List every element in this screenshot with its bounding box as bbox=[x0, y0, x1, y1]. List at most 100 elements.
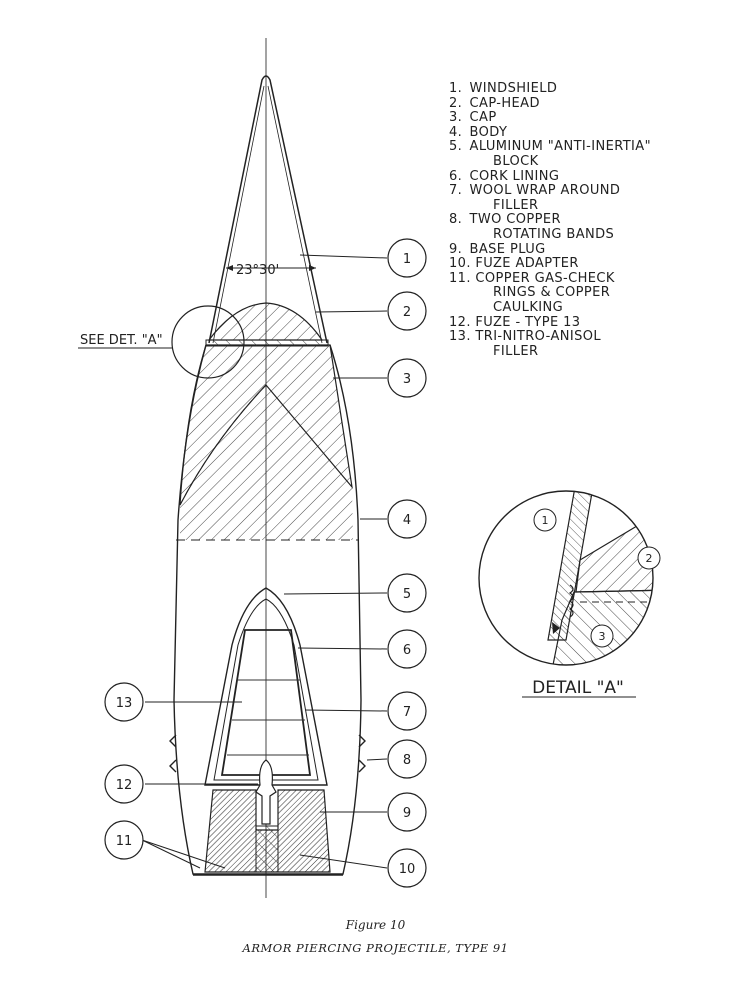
body-outline bbox=[173, 344, 362, 875]
callout-5: 5 bbox=[387, 573, 427, 613]
detail-a-view: 1 2 3 DETAIL "A" bbox=[478, 490, 661, 698]
callout-13: 13 bbox=[104, 682, 144, 722]
callout-6-text: 6 bbox=[403, 643, 411, 658]
callout-13-text: 13 bbox=[116, 696, 133, 711]
callout-4-text: 4 bbox=[403, 513, 411, 528]
legend-num: 5. bbox=[449, 139, 463, 155]
legend-text: CAP-HEAD bbox=[469, 95, 540, 111]
callout-9-text: 9 bbox=[403, 806, 411, 821]
callout-12: 12 bbox=[104, 764, 144, 804]
callout-2-text: 2 bbox=[403, 305, 411, 320]
legend-num: 3. bbox=[449, 110, 463, 126]
figure-number: Figure 10 bbox=[345, 918, 406, 932]
callout-8: 8 bbox=[387, 739, 427, 779]
legend-num: 7. bbox=[449, 183, 463, 199]
legend-num: 9. bbox=[449, 241, 463, 257]
legend-text: CORK LINING bbox=[469, 168, 560, 184]
cavity-outer bbox=[204, 587, 328, 786]
angle-label: 23°30' bbox=[236, 263, 279, 278]
figure-title: ARMOR PIERCING PROJECTILE, TYPE 91 bbox=[242, 941, 509, 955]
detail-callout-3: 3 bbox=[599, 630, 606, 643]
legend-text-cont: BLOCK bbox=[493, 153, 539, 169]
callout-5-text: 5 bbox=[403, 587, 411, 602]
legend-item: 1. WINDSHIELD bbox=[449, 81, 749, 97]
callout-7-text: 7 bbox=[403, 705, 411, 720]
callout-8-text: 8 bbox=[403, 753, 411, 768]
legend-text-cont: CAULKING bbox=[493, 299, 564, 315]
cavity-inner bbox=[220, 629, 312, 776]
windshield bbox=[208, 75, 328, 344]
legend-item: 10. FUZE ADAPTER bbox=[449, 256, 749, 272]
body-ogive-lower bbox=[180, 385, 353, 540]
see-detail-label: SEE DET. "A" bbox=[80, 333, 163, 348]
detail-callout-2: 2 bbox=[646, 552, 653, 565]
rotating-band-right bbox=[358, 734, 366, 773]
callout-1-text: 1 bbox=[403, 252, 411, 267]
legend-text: WOOL WRAP AROUND bbox=[469, 183, 621, 199]
callout-6: 6 bbox=[387, 629, 427, 669]
cavity-middle bbox=[213, 598, 319, 781]
callout-12-text: 12 bbox=[116, 778, 133, 793]
callout-7: 7 bbox=[387, 691, 427, 731]
detail-a-title: DETAIL "A" bbox=[532, 678, 624, 698]
callout-2: 2 bbox=[387, 291, 427, 331]
legend-text-cont: FILLER bbox=[493, 197, 539, 213]
detail-callout-1: 1 bbox=[542, 514, 549, 527]
legend-text-cont: FILLER bbox=[493, 343, 539, 359]
callout-4: 4 bbox=[387, 499, 427, 539]
callout-10: 10 bbox=[387, 848, 427, 888]
legend-item: 5. ALUMINUM "ANTI-INERTIA"BLOCK bbox=[449, 140, 749, 169]
rotating-band-left bbox=[169, 734, 177, 773]
legend-item: 9. BASE PLUG bbox=[449, 241, 749, 258]
legend-item: 2. CAP-HEAD bbox=[449, 95, 749, 112]
callout-11: 11 bbox=[104, 820, 144, 860]
legend-text: CAP bbox=[469, 110, 497, 126]
callout-9: 9 bbox=[387, 792, 427, 832]
legend-text: COPPER GAS-CHECK bbox=[475, 270, 615, 286]
legend-num: 4. bbox=[449, 124, 463, 140]
legend-item: 4. BODY bbox=[449, 124, 749, 141]
detail-cap-head bbox=[575, 503, 653, 593]
callout-1: 1 bbox=[387, 238, 427, 278]
legend-num: 1. bbox=[449, 81, 463, 96]
detail-wedge bbox=[552, 622, 560, 634]
parts-legend: 1. WINDSHIELD 2. CAP-HEAD 3. CAP 4. BODY… bbox=[449, 81, 749, 359]
legend-text: BASE PLUG bbox=[469, 241, 546, 257]
legend-item: 6. CORK LINING bbox=[449, 168, 749, 185]
legend-num: 11. bbox=[449, 270, 471, 286]
callout-11-text: 11 bbox=[116, 834, 133, 849]
fuze-adapter bbox=[255, 825, 279, 873]
legend-item: 3. CAP bbox=[449, 110, 749, 126]
legend-item: 12. FUZE - TYPE 13 bbox=[449, 314, 749, 331]
windshield-inner bbox=[212, 85, 323, 344]
legend-text: TWO COPPER bbox=[469, 212, 561, 228]
legend-num: 13. bbox=[449, 329, 471, 345]
detail-ref-circle bbox=[171, 305, 245, 379]
callout-3-text: 3 bbox=[403, 372, 411, 387]
body-inner-curve bbox=[179, 384, 267, 506]
legend-text: FUZE - TYPE 13 bbox=[475, 314, 581, 330]
legend-text-cont: RINGS & COPPER bbox=[493, 285, 611, 301]
detail-thread bbox=[568, 584, 574, 618]
legend-text-cont: ROTATING BANDS bbox=[493, 226, 615, 242]
legend-text: BODY bbox=[469, 124, 508, 140]
legend-text: FUZE ADAPTER bbox=[475, 256, 579, 272]
leader-lines bbox=[141, 254, 388, 869]
cap-ring bbox=[205, 339, 329, 347]
legend-num: 10. bbox=[449, 256, 471, 272]
callout-3: 3 bbox=[387, 358, 427, 398]
legend-num: 8. bbox=[449, 212, 463, 228]
cap-head bbox=[207, 302, 324, 341]
legend-num: 12. bbox=[449, 314, 471, 330]
legend-num: 6. bbox=[449, 168, 463, 184]
fuze bbox=[255, 759, 277, 825]
detail-a-circle bbox=[478, 490, 654, 666]
legend-num: 2. bbox=[449, 95, 463, 111]
legend-text: ALUMINUM "ANTI-INERTIA" bbox=[469, 139, 651, 155]
